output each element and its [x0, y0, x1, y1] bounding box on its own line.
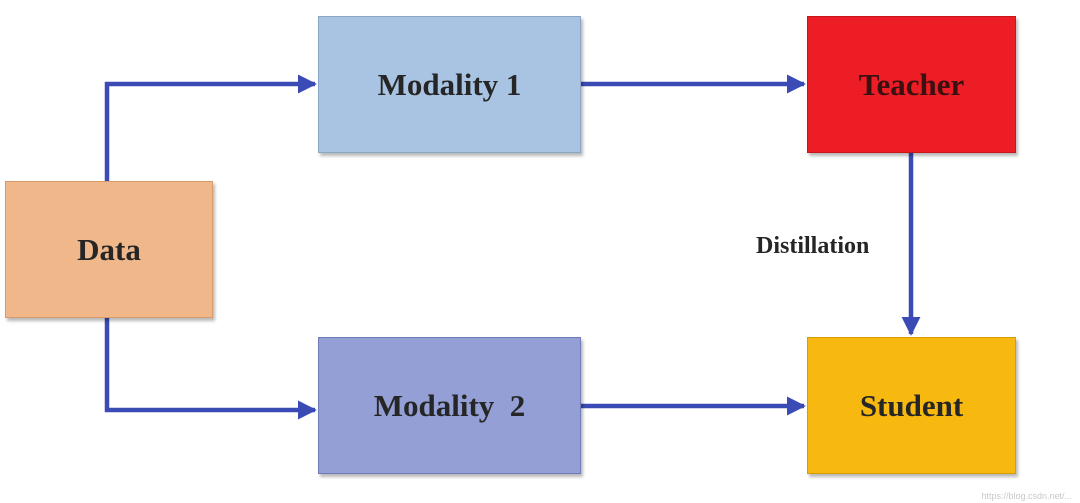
- teacher-node: Teacher: [807, 16, 1016, 153]
- watermark: https://blog.csdn.net/...: [981, 491, 1072, 501]
- data-node: Data: [5, 181, 213, 318]
- student-node-label: Student: [859, 387, 964, 423]
- student-node: Student: [807, 337, 1016, 474]
- modality-2-node: Modality 2: [318, 337, 581, 474]
- data-node-label: Data: [77, 231, 141, 267]
- arrow-data-to-modality1: [104, 74, 317, 181]
- modality-1-node-label: Modality 1: [377, 66, 522, 102]
- teacher-node-label: Teacher: [858, 66, 965, 102]
- arrow-data-to-modality2: [104, 318, 317, 420]
- distillation-edge-label: Distillation: [756, 233, 870, 259]
- modality-2-node-label: Modality 2: [373, 387, 526, 423]
- modality-1-node: Modality 1: [318, 16, 581, 153]
